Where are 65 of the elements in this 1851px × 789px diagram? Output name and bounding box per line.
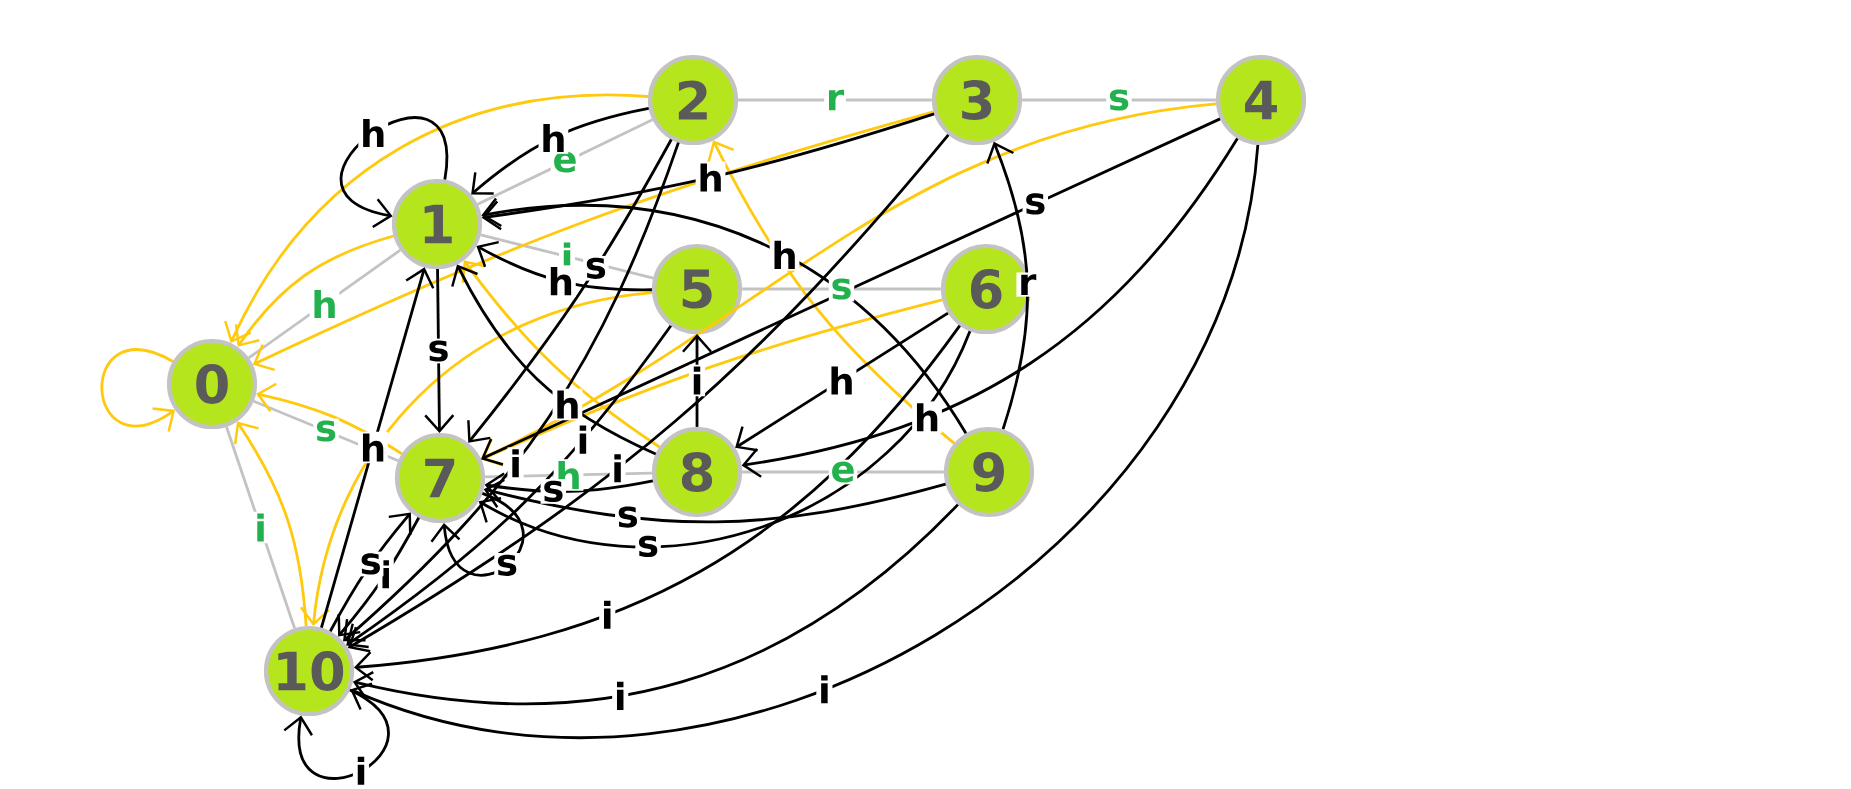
arrow xyxy=(252,110,934,371)
edge-label: s xyxy=(1106,87,1132,113)
edge-label: s xyxy=(313,418,339,444)
arrow xyxy=(353,324,961,682)
arrow xyxy=(300,291,653,627)
edge-label: i xyxy=(574,423,591,456)
edge-label: h xyxy=(309,288,340,320)
arrow xyxy=(347,133,950,653)
edge-label: i xyxy=(609,452,626,485)
edge-label: s xyxy=(494,553,520,578)
arrow xyxy=(467,138,673,443)
edge-label: h xyxy=(538,122,569,154)
edge-label: i xyxy=(816,673,833,706)
arrow xyxy=(234,234,394,347)
arrow xyxy=(224,93,649,343)
edge-label: h xyxy=(826,364,857,397)
edge-label: h xyxy=(695,161,726,194)
edge-label: s xyxy=(828,276,855,302)
loop-arrow xyxy=(430,492,525,577)
loop-arrow xyxy=(100,348,176,432)
arrow xyxy=(478,330,972,548)
arrow xyxy=(741,137,1239,478)
edge-label: i xyxy=(507,447,524,479)
line xyxy=(742,470,944,474)
edge-label: i xyxy=(688,364,706,397)
arrow xyxy=(471,107,649,195)
arrow xyxy=(337,517,420,637)
arrow xyxy=(481,298,943,467)
edge-label: i xyxy=(599,599,616,631)
arrow xyxy=(484,472,654,503)
edge-label: s xyxy=(635,534,661,559)
arrow xyxy=(320,267,435,629)
loop-arrow xyxy=(283,688,390,780)
arrow xyxy=(352,503,959,706)
arrow xyxy=(986,141,1029,430)
edge-label: h xyxy=(358,431,388,464)
edge-label: s xyxy=(1022,191,1048,217)
edge-label: r xyxy=(824,87,846,113)
line xyxy=(738,98,932,102)
arrow xyxy=(483,478,946,524)
edge-label: h xyxy=(358,117,389,149)
arrow xyxy=(233,421,308,627)
edge-label: s xyxy=(425,338,452,364)
arrow xyxy=(735,311,949,452)
edge-label: s xyxy=(615,504,641,530)
arrow xyxy=(343,142,680,642)
arrow xyxy=(350,144,1260,739)
edge-label: h xyxy=(769,239,800,271)
edge-label: i xyxy=(352,755,370,787)
loop-arrow xyxy=(339,116,448,228)
edge-label: i xyxy=(612,680,629,712)
edge-label: h xyxy=(545,265,576,297)
arrow xyxy=(481,112,935,231)
arrow xyxy=(424,269,455,433)
edge-label: r xyxy=(1016,272,1039,297)
line xyxy=(742,287,941,291)
edge-label: i xyxy=(252,511,269,544)
edge-label: h xyxy=(912,401,942,433)
line xyxy=(1022,98,1216,102)
edge-label: h xyxy=(552,388,583,421)
arrow xyxy=(346,324,672,649)
edge-label: s xyxy=(583,255,609,281)
arrow xyxy=(256,382,403,456)
edge-label: e xyxy=(828,459,858,485)
arrow xyxy=(481,197,968,435)
